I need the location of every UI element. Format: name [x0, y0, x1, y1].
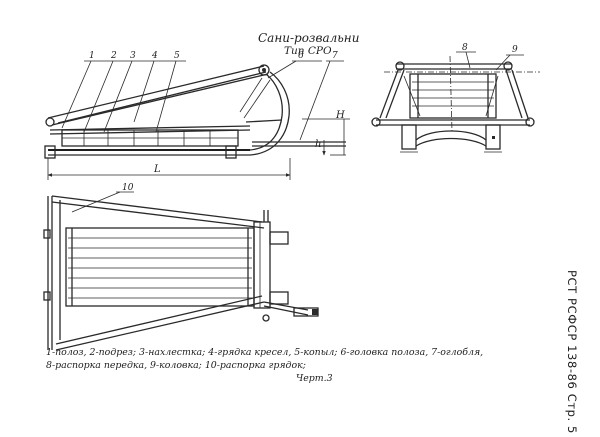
part-label-2: 2: [110, 51, 117, 61]
standard-page-mark: РСТ РСФСР 138-86 Стр. 5: [565, 270, 579, 434]
part-label-3: 3: [130, 51, 136, 61]
front-view: 8 9: [371, 43, 540, 153]
dimension-H-label: H: [335, 110, 345, 121]
side-view: 1 2 3 4 5 6 7: [44, 51, 350, 180]
part-label-6: 6: [298, 51, 304, 61]
part-label-7: 7: [332, 51, 338, 61]
drawing-subtitle: Тип СРО: [284, 45, 332, 57]
drawing-title: Сани-розвальни: [258, 31, 359, 45]
legend-line-1: 1-полоз, 2-подрез; 3-нахлестка; 4-грядка…: [46, 347, 483, 358]
part-label-10: 10: [122, 183, 134, 193]
part-label-4: 4: [151, 51, 158, 61]
legend-line-2: 8-распорка передка, 9-коловка; 10-распор…: [46, 360, 306, 371]
part-label-9: 9: [512, 45, 518, 55]
dimension-L-label: L: [153, 164, 161, 175]
dimension-h-label: h: [315, 139, 321, 150]
figure-caption: Черт.3: [296, 373, 333, 384]
part-label-5: 5: [174, 51, 180, 61]
part-label-1: 1: [89, 51, 95, 61]
plan-view: 10: [43, 183, 319, 351]
part-label-8: 8: [462, 43, 468, 53]
